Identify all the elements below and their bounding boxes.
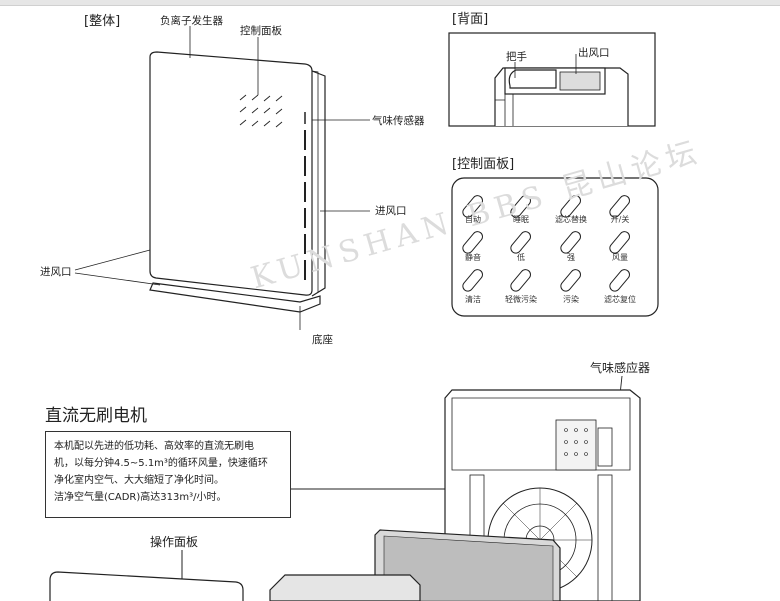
prefilter-panel: [269, 574, 421, 601]
button-label-airflow: 风量: [612, 253, 628, 262]
button-label-power: 开/关: [610, 215, 630, 224]
overall-section-title: [整体]: [84, 14, 121, 29]
back-section-title: [背面]: [452, 12, 489, 27]
motor-description-line: 本机配以先进的低功耗、高效率的直流无刷电: [54, 441, 254, 452]
handle-label: 把手: [506, 51, 527, 63]
motor-description-line: 洁净空气量(CADR)高达313m³/小时。: [54, 492, 227, 503]
base-label: 底座: [312, 334, 333, 346]
control-panel-frame: [451, 177, 659, 317]
ion-generator-label: 负离子发生器: [160, 15, 223, 27]
button-label-strong: 强: [567, 253, 575, 262]
front-panel-lower: [49, 571, 244, 601]
control-panel-buttons: [462, 195, 630, 292]
top-control-buttons: [239, 94, 283, 128]
air-inlet-left-label: 进风口: [40, 266, 72, 278]
motor-description: 本机配以先进的低功耗、高效率的直流无刷电 机，以每分钟4.5~5.1m³的循环风…: [45, 431, 291, 518]
motor-title: 直流无刷电机: [45, 406, 147, 426]
button-label-quiet: 静音: [465, 253, 481, 262]
button-label-clean: 清洁: [465, 295, 481, 304]
motor-description-line: 机，以每分钟4.5~5.1m³的循环风量，快速循环: [54, 458, 268, 469]
button-label-pollution: 污染: [563, 295, 579, 304]
purifier-base: [149, 282, 321, 313]
odor-sensor-label: 气味传感器: [372, 115, 425, 127]
air-inlet-right-label: 进风口: [375, 205, 407, 217]
button-label-sleep: 睡眠: [513, 215, 529, 224]
purifier-front-panel: [149, 51, 313, 296]
motor-description-line: 净化室内空气、大大缩短了净化时间。: [54, 475, 224, 486]
odor-sensor-lower-label: 气味感应器: [590, 361, 651, 375]
button-label-filter-replace: 滤芯替换: [555, 215, 587, 224]
button-label-filter-reset: 滤芯复位: [604, 295, 636, 304]
button-label-auto: 自动: [465, 215, 481, 224]
air-outlet-grille: [559, 71, 601, 91]
purifier-side: [311, 70, 326, 297]
control-panel-label: 控制面板: [240, 25, 282, 37]
air-outlet-label: 出风口: [578, 47, 610, 59]
button-label-light-pollution: 轻微污染: [505, 295, 537, 304]
button-label-low: 低: [517, 253, 525, 262]
operation-panel-label: 操作面板: [150, 535, 199, 549]
top-border: [0, 0, 780, 6]
control-panel-section-title: [控制面板]: [452, 157, 515, 172]
